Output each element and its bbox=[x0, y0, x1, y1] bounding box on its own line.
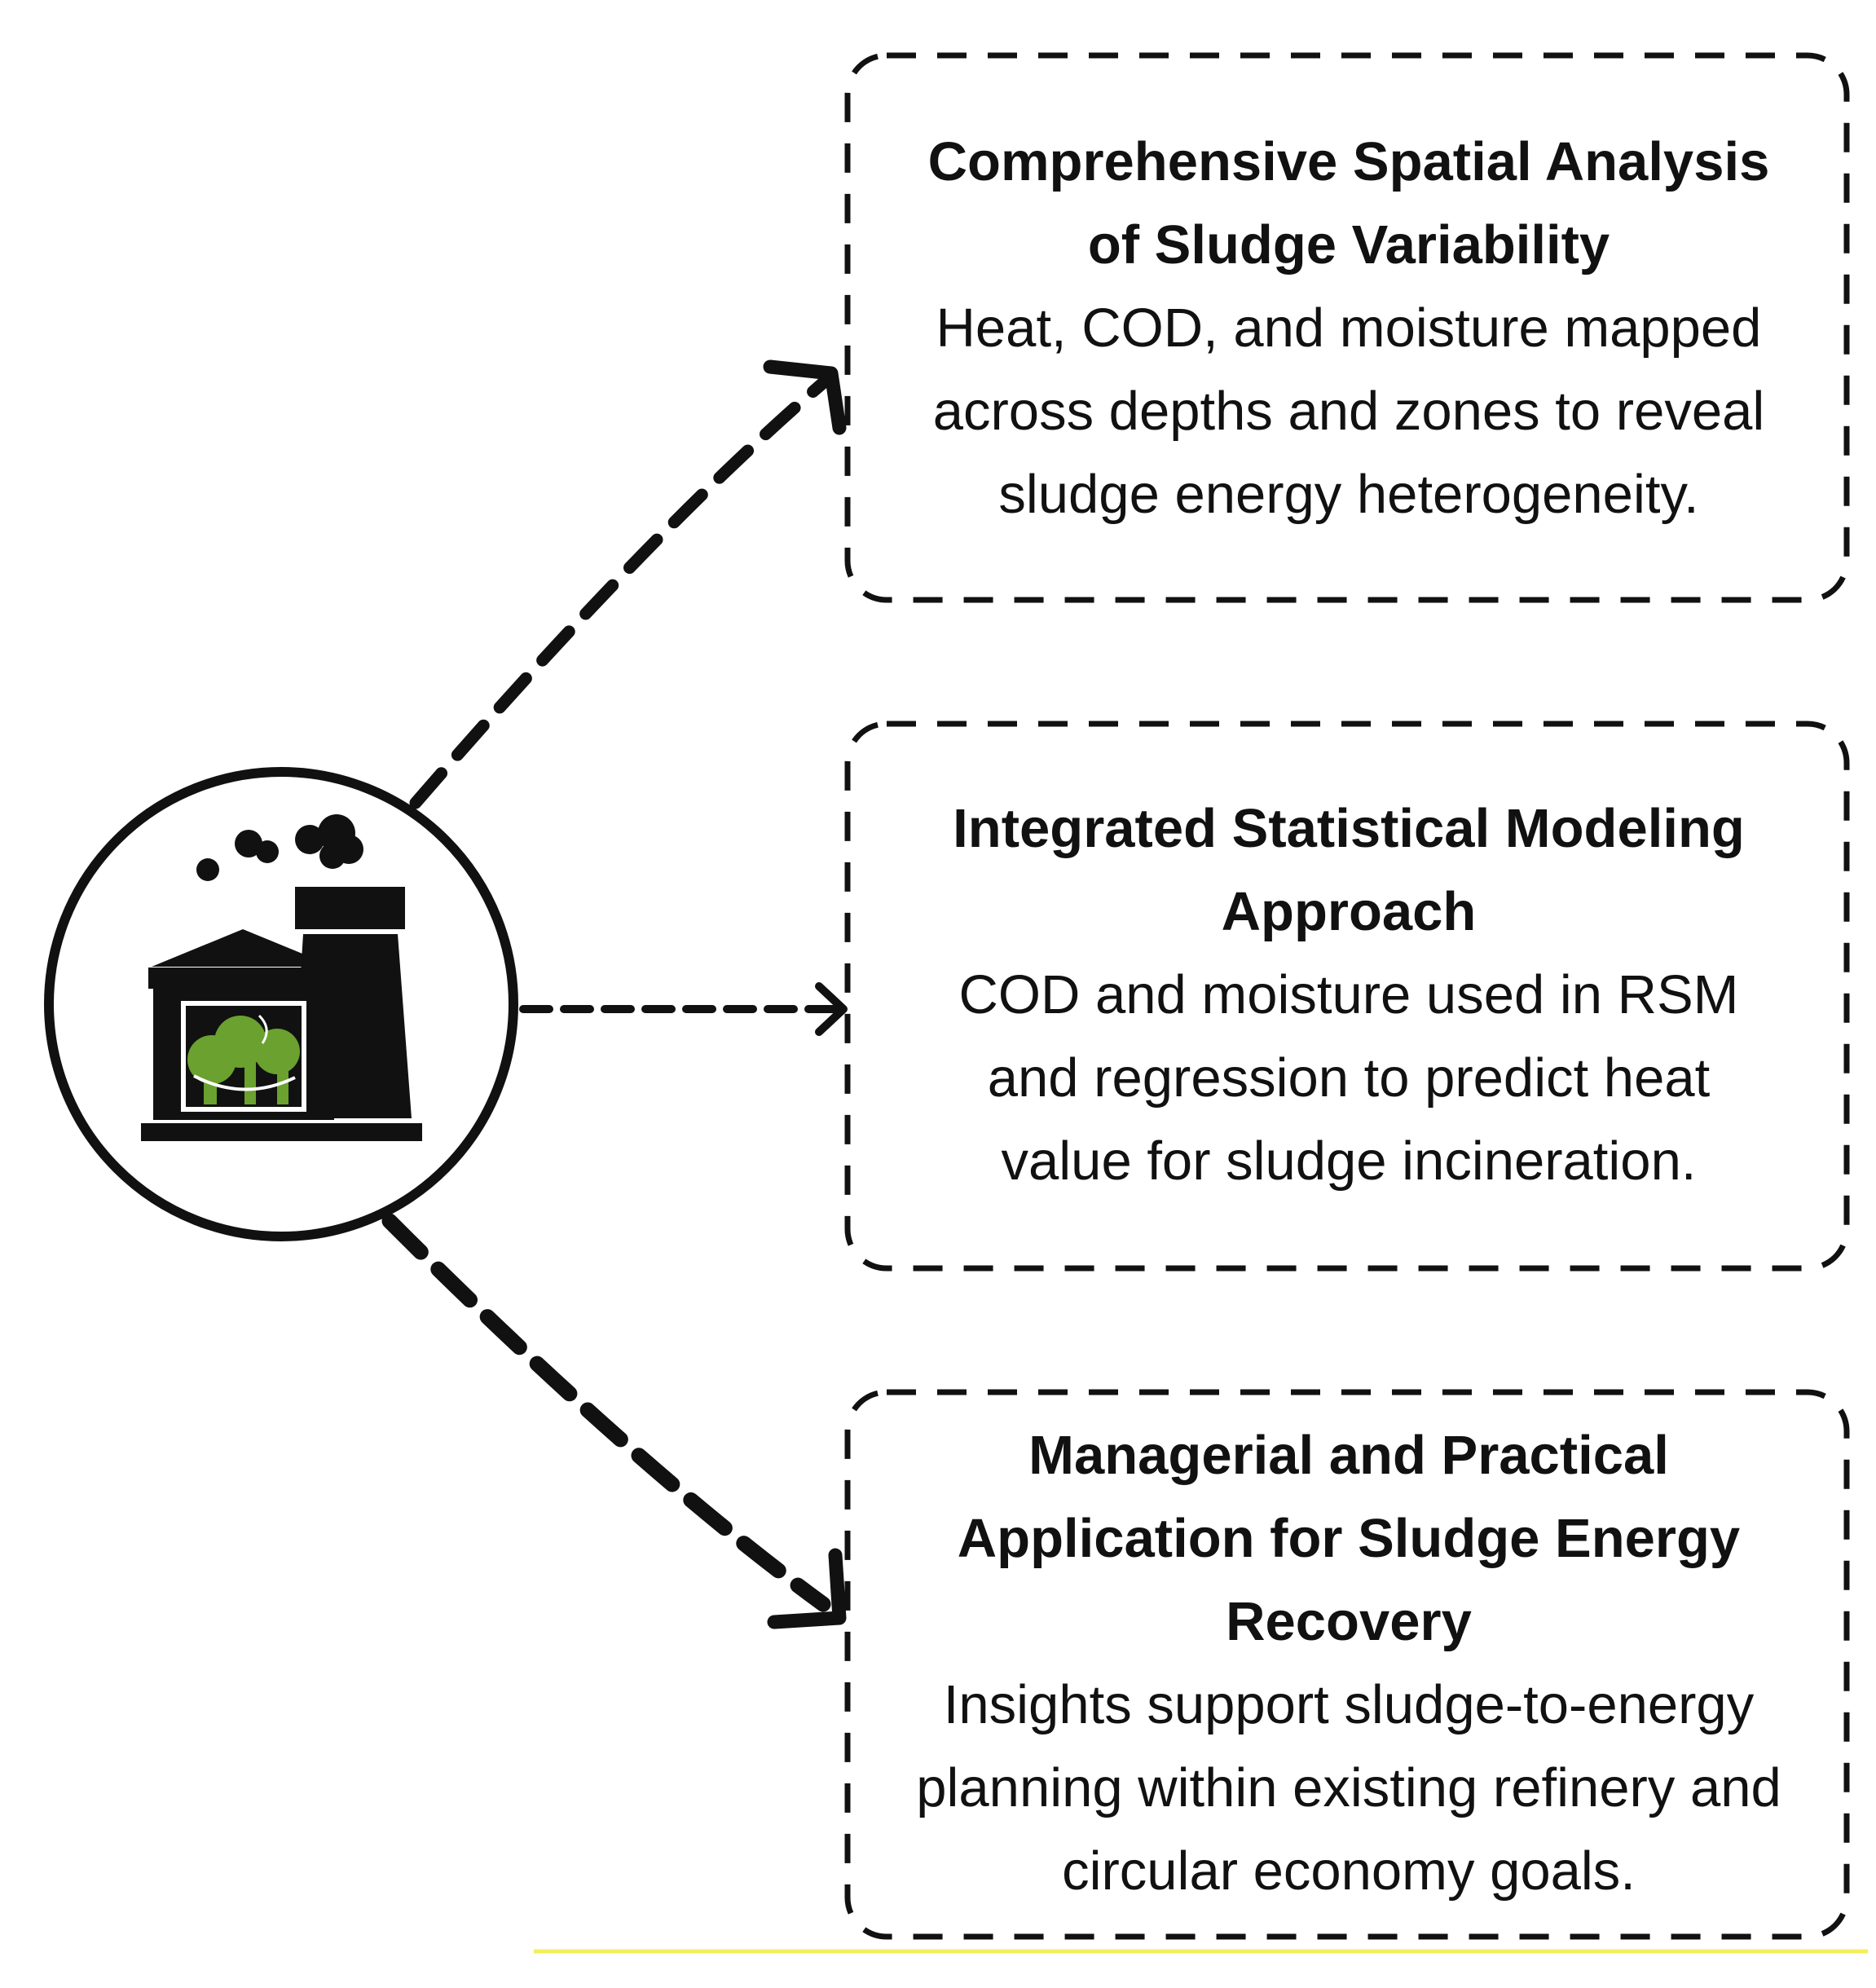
arrow-to-box-3 bbox=[381, 1213, 847, 1629]
arrow-to-box-2 bbox=[519, 982, 848, 1036]
box-1-body: Heat, COD, and moisture mapped across de… bbox=[932, 297, 1765, 525]
box-border-3 bbox=[844, 1389, 1850, 1940]
box-3-title: Managerial and Practical Application for… bbox=[957, 1424, 1741, 1652]
box-2-body: COD and moisture used in RSM and regress… bbox=[958, 963, 1739, 1192]
box-statistical-modeling: Integrated Statistical Modeling Approach… bbox=[852, 724, 1846, 1266]
factory-icon bbox=[141, 814, 422, 1141]
box-3-body: Insights support sludge-to-energy planni… bbox=[916, 1673, 1781, 1902]
box-spatial-analysis: Comprehensive Spatial Analysis of Sludge… bbox=[852, 57, 1846, 599]
box-border-2 bbox=[844, 721, 1850, 1272]
box-2-title: Integrated Statistical Modeling Approach bbox=[953, 797, 1745, 942]
box-managerial-application: Managerial and Practical Application for… bbox=[852, 1392, 1846, 1934]
box-border-1 bbox=[844, 52, 1850, 603]
arrow-to-box-1 bbox=[409, 359, 847, 809]
box-1-title: Comprehensive Spatial Analysis of Sludge… bbox=[927, 130, 1770, 275]
